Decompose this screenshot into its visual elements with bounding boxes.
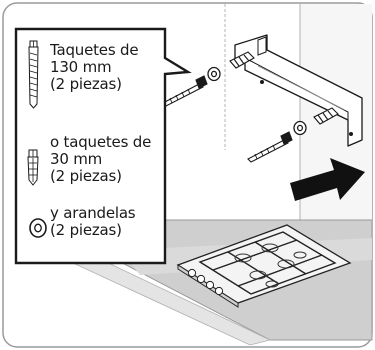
short-wall-plug-icon — [27, 149, 39, 186]
washers-placed — [207, 66, 307, 136]
short-plug-size: 30 mm — [50, 150, 103, 168]
hob-knobs — [187, 268, 224, 296]
push-direction-arrow — [290, 158, 365, 201]
long-plug-label: Taquetes de — [50, 41, 139, 59]
screws — [162, 75, 293, 163]
long-wall-plug-icon — [28, 40, 39, 109]
callout-item-short-plugs: o taquetes de 30 mm (2 piezas) — [50, 134, 151, 185]
callout-item-long-plugs: Taquetes de 130 mm (2 piezas) — [50, 41, 139, 93]
washer-icon — [29, 218, 47, 238]
callout-item-washers: y arandelas (2 piezas) — [50, 204, 136, 239]
washer-quantity: (2 piezas) — [50, 221, 122, 239]
long-plug-quantity: (2 piezas) — [50, 75, 122, 93]
washer-label: y arandelas — [50, 204, 136, 222]
short-plug-label: o taquetes de — [50, 133, 152, 151]
callout-box — [14, 27, 192, 265]
installed-wall-plugs — [229, 51, 339, 125]
gas-hob — [176, 224, 352, 308]
long-plug-size: 130 mm — [50, 58, 112, 76]
short-plug-quantity: (2 piezas) — [50, 167, 122, 185]
